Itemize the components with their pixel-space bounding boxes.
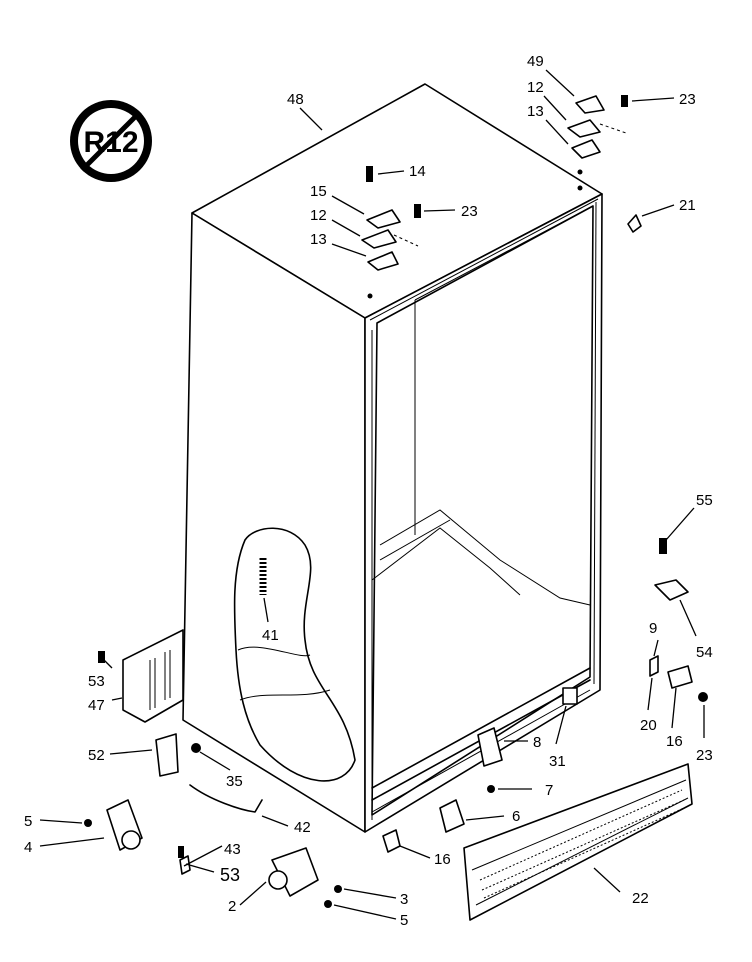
callout-31: 31 xyxy=(549,753,566,770)
stamp-label: R12 xyxy=(83,126,138,159)
callout-2: 2 xyxy=(228,898,236,915)
leader-lines xyxy=(39,69,705,920)
callout-20: 20 xyxy=(640,717,657,734)
callout-4: 4 xyxy=(24,839,32,856)
callout-23-top: 23 xyxy=(679,91,696,108)
callout-49: 49 xyxy=(527,53,544,70)
callout-15: 15 xyxy=(310,183,327,200)
callout-5-left: 5 xyxy=(24,813,32,830)
kick-grille xyxy=(463,763,693,921)
callout-53-left: 53 xyxy=(88,673,105,690)
clip-part xyxy=(627,214,642,233)
callout-16-bottom: 16 xyxy=(434,851,451,868)
callout-13-mid: 13 xyxy=(310,231,327,248)
top-center-hinge xyxy=(361,166,421,271)
callout-21: 21 xyxy=(679,197,696,214)
callout-14: 14 xyxy=(409,163,426,180)
callouts: 48 49 12 13 23 21 14 15 12 23 13 41 55 5… xyxy=(24,53,713,929)
callout-53-bottom: 53 xyxy=(220,865,240,885)
callout-8: 8 xyxy=(533,734,541,751)
callout-12-mid: 12 xyxy=(310,207,327,224)
callout-13-top: 13 xyxy=(527,103,544,120)
front-parts xyxy=(382,727,503,853)
top-right-hinge xyxy=(567,95,628,175)
refrigerant-stamp: R12 xyxy=(70,100,152,182)
callout-6: 6 xyxy=(512,808,520,825)
callout-9: 9 xyxy=(649,620,657,637)
cabinet xyxy=(122,83,603,833)
callout-55: 55 xyxy=(696,492,713,509)
callout-3: 3 xyxy=(400,891,408,908)
callout-42: 42 xyxy=(294,819,311,836)
callout-43: 43 xyxy=(224,841,241,858)
callout-16-right: 16 xyxy=(666,733,683,750)
left-bottom-parts xyxy=(84,651,342,908)
callout-23-mid: 23 xyxy=(461,203,478,220)
right-parts xyxy=(562,538,708,705)
callout-23-right: 23 xyxy=(696,747,713,764)
callout-41: 41 xyxy=(262,627,279,644)
callout-48: 48 xyxy=(287,91,304,108)
callout-22: 22 xyxy=(632,890,649,907)
callout-35: 35 xyxy=(226,773,243,790)
callout-54: 54 xyxy=(696,644,713,661)
callout-5-bottom: 5 xyxy=(400,912,408,929)
callout-52: 52 xyxy=(88,747,105,764)
callout-12-top: 12 xyxy=(527,79,544,96)
callout-47: 47 xyxy=(88,697,105,714)
callout-7: 7 xyxy=(545,782,553,799)
